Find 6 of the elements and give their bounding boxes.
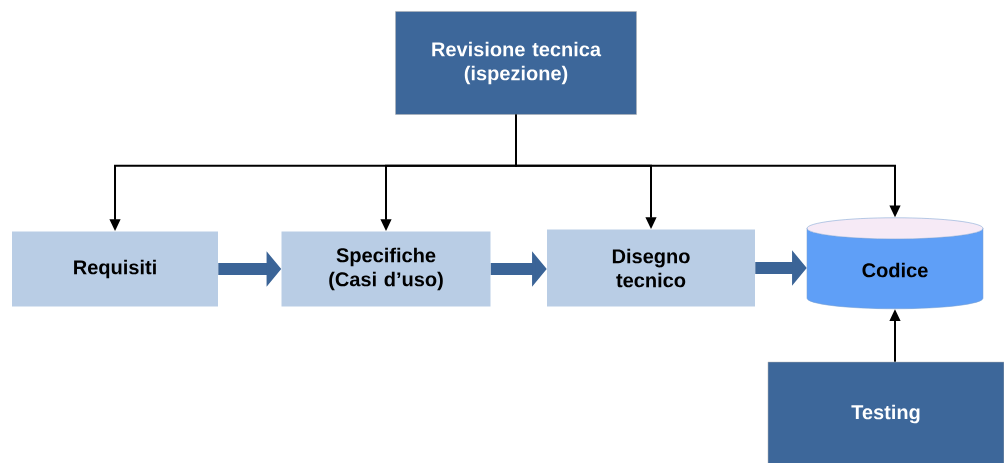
process-box: Specifiche (Casi d’uso) <box>281 231 491 307</box>
database-cylinder: Codice <box>806 217 984 310</box>
testing-box: Testing <box>767 361 1004 463</box>
review-box: Revisione tecnica (ispezione) <box>395 11 637 115</box>
process-box: Requisiti <box>12 231 218 307</box>
process-box: Disegno tecnico <box>547 229 755 307</box>
